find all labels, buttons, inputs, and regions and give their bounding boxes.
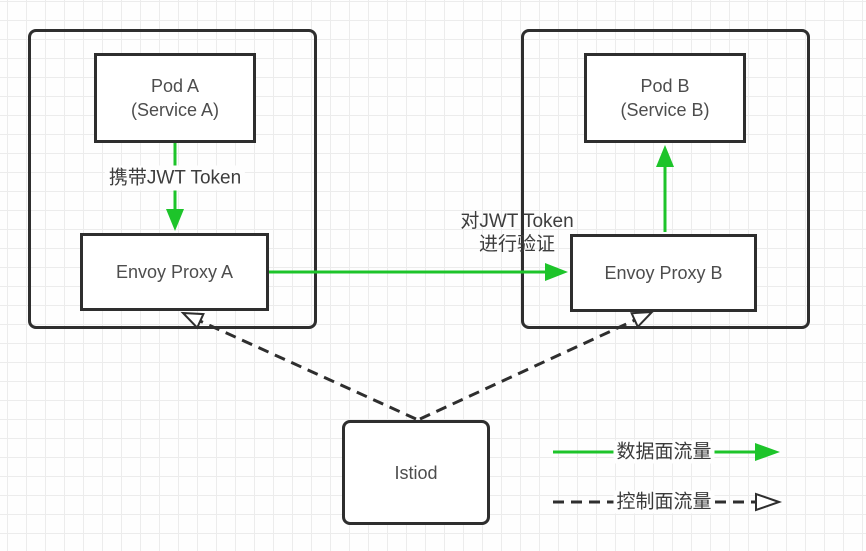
edge-label-verify-jwt-line2: 进行验证: [478, 234, 555, 255]
pod-b-node: Pod B (Service B): [584, 53, 746, 143]
arrow-pod-a-to-envoy-a-arrowhead-icon: [166, 209, 184, 231]
pod-a-subtitle: (Service A): [130, 100, 220, 120]
edge-label-carry-jwt: 携带JWT Token: [104, 165, 246, 191]
pod-b-title: Pod B: [640, 76, 690, 96]
legend-control-plane-arrowhead-icon: [755, 492, 783, 512]
arrow-envoy-a-to-envoy-b-arrowhead-icon: [545, 263, 568, 281]
pod-a-node: Pod A (Service A): [94, 53, 256, 143]
legend-control-plane-label: 控制面流量: [613, 490, 715, 514]
envoy-proxy-b-label: Envoy Proxy B: [604, 263, 723, 283]
istiod-label: Istiod: [394, 462, 438, 483]
pod-a-title: Pod A: [150, 76, 200, 96]
legend-data-plane-arrowhead-icon: [755, 443, 780, 461]
cluster-b-box: [521, 29, 810, 329]
pod-b-subtitle: (Service B): [620, 100, 710, 120]
arrow-istiod-to-envoy-a-line: [199, 319, 417, 421]
envoy-proxy-a-node: Envoy Proxy A: [80, 233, 269, 311]
arrow-istiod-to-envoy-b-line: [419, 318, 636, 421]
istiod-node: Istiod: [342, 420, 490, 525]
cluster-a-box: [28, 29, 317, 329]
envoy-proxy-a-label: Envoy Proxy A: [115, 262, 234, 282]
arrow-istiod-to-envoy-a-arrowhead-icon: [180, 311, 205, 330]
edge-label-verify-jwt-line1: 对JWT Token: [460, 211, 574, 232]
arrow-envoy-b-to-pod-b-arrowhead-icon: [656, 145, 674, 167]
legend-data-plane-label: 数据面流量: [613, 440, 715, 464]
envoy-proxy-b-node: Envoy Proxy B: [570, 234, 757, 312]
edge-label-verify-jwt: 对JWT Token 进行验证: [460, 210, 573, 256]
arrow-istiod-to-envoy-b-arrowhead-icon: [630, 310, 655, 329]
